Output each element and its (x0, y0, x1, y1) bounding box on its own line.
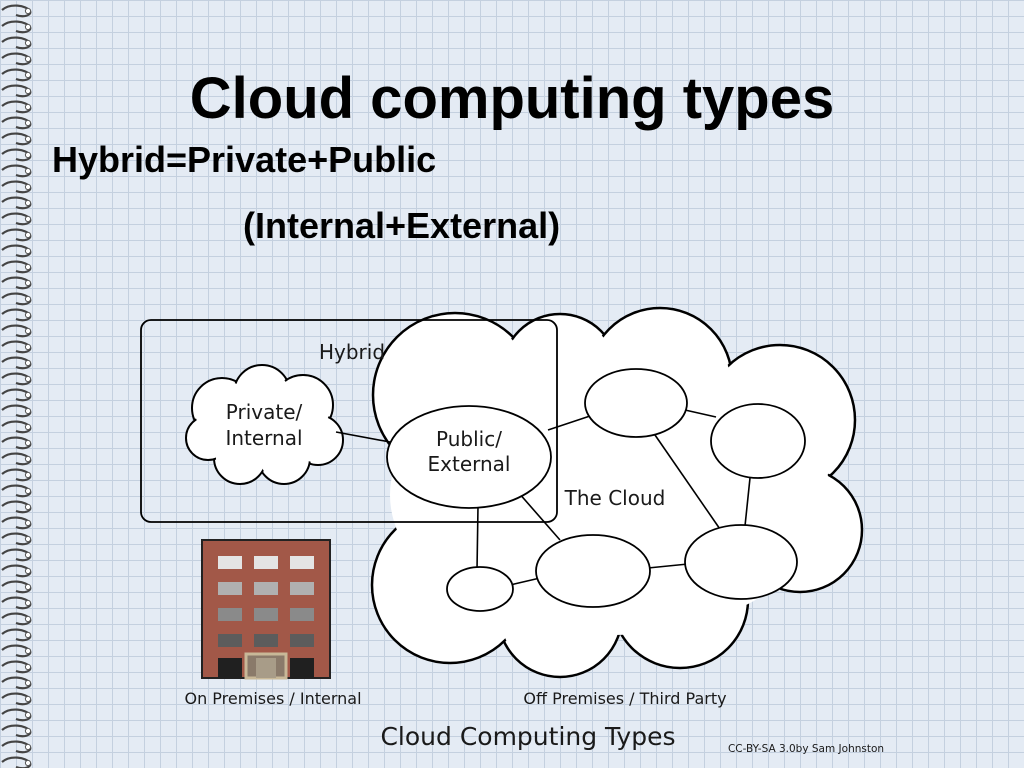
spiral-ring (1, 628, 32, 642)
spiral-ring (1, 468, 32, 482)
building-window (218, 608, 242, 621)
private-internal-cloud (185, 364, 344, 485)
spiral-ring (1, 4, 32, 18)
building-window (218, 634, 242, 647)
office-building-icon (201, 539, 331, 680)
spiral-ring (1, 132, 32, 146)
spiral-ring (1, 532, 32, 546)
private-label-line1: Private/ (226, 400, 303, 424)
spiral-ring (1, 356, 32, 370)
spiral-ring (1, 516, 32, 530)
public-label-line1: Public/ (436, 427, 502, 451)
building-window (218, 658, 242, 678)
private-label-line2: Internal (225, 426, 302, 450)
cloud-nodes (386, 368, 806, 612)
spiral-ring (1, 244, 32, 258)
spiral-ring (1, 580, 32, 594)
license-credit: CC-BY-SA 3.0by Sam Johnston (728, 743, 884, 755)
notebook-spiral-binding (1, 4, 32, 768)
spiral-ring (1, 276, 32, 290)
network-connections (335, 409, 751, 586)
spiral-ring (1, 404, 32, 418)
the-cloud-label: The Cloud (564, 486, 666, 510)
spiral-ring (1, 548, 32, 562)
spiral-ring (1, 100, 32, 114)
hybrid-label: Hybrid (319, 340, 385, 364)
public-external-node (386, 405, 552, 509)
spiral-ring (1, 484, 32, 498)
spiral-ring (1, 212, 32, 226)
spiral-ring (1, 372, 32, 386)
on-premises-label: On Premises / Internal (184, 689, 361, 708)
spiral-ring (1, 324, 32, 338)
spiral-ring (1, 596, 32, 610)
spiral-ring (1, 724, 32, 738)
spiral-ring (1, 84, 32, 98)
spiral-ring (1, 500, 32, 514)
spiral-ring (1, 340, 32, 354)
public-label-line2: External (428, 452, 511, 476)
building-window (254, 556, 278, 569)
spiral-ring (1, 660, 32, 674)
building-window (290, 556, 314, 569)
spiral-ring (1, 420, 32, 434)
spiral-ring (1, 436, 32, 450)
spiral-ring (1, 740, 32, 754)
spiral-ring (1, 676, 32, 690)
building-window (290, 582, 314, 595)
spiral-ring (1, 644, 32, 658)
spiral-ring (1, 180, 32, 194)
cloud-node (584, 368, 688, 438)
spiral-ring (1, 708, 32, 722)
cloud-node (446, 566, 514, 612)
spiral-ring (1, 164, 32, 178)
spiral-ring (1, 36, 32, 50)
spiral-ring (1, 292, 32, 306)
building-window (254, 608, 278, 621)
building-window (218, 582, 242, 595)
spiral-ring (1, 692, 32, 706)
spiral-ring (1, 196, 32, 210)
off-premises-label: Off Premises / Third Party (523, 689, 726, 708)
slide-subtitle-internal-external: (Internal+External) (243, 205, 561, 246)
spiral-ring (1, 612, 32, 626)
building-window (290, 658, 314, 678)
diagram-caption: Cloud Computing Types (380, 722, 675, 751)
slide-title: Cloud computing types (189, 66, 835, 131)
slide-subtitle-hybrid: Hybrid=Private+Public (52, 139, 437, 180)
cloud-node (710, 403, 806, 479)
hybrid-boundary-box (140, 319, 558, 523)
spiral-ring (1, 756, 32, 768)
building-window (254, 634, 278, 647)
spiral-ring (1, 148, 32, 162)
spiral-ring (1, 116, 32, 130)
spiral-ring (1, 308, 32, 322)
spiral-ring (1, 452, 32, 466)
spiral-ring (1, 20, 32, 34)
cloud-node (535, 534, 651, 608)
building-window (290, 608, 314, 621)
spiral-ring (1, 260, 32, 274)
spiral-ring (1, 52, 32, 66)
spiral-ring (1, 68, 32, 82)
building-window (218, 556, 242, 569)
spiral-ring (1, 564, 32, 578)
cloud-node (684, 524, 798, 600)
spiral-ring (1, 388, 32, 402)
building-window (290, 634, 314, 647)
building-window (254, 582, 278, 595)
spiral-ring (1, 228, 32, 242)
